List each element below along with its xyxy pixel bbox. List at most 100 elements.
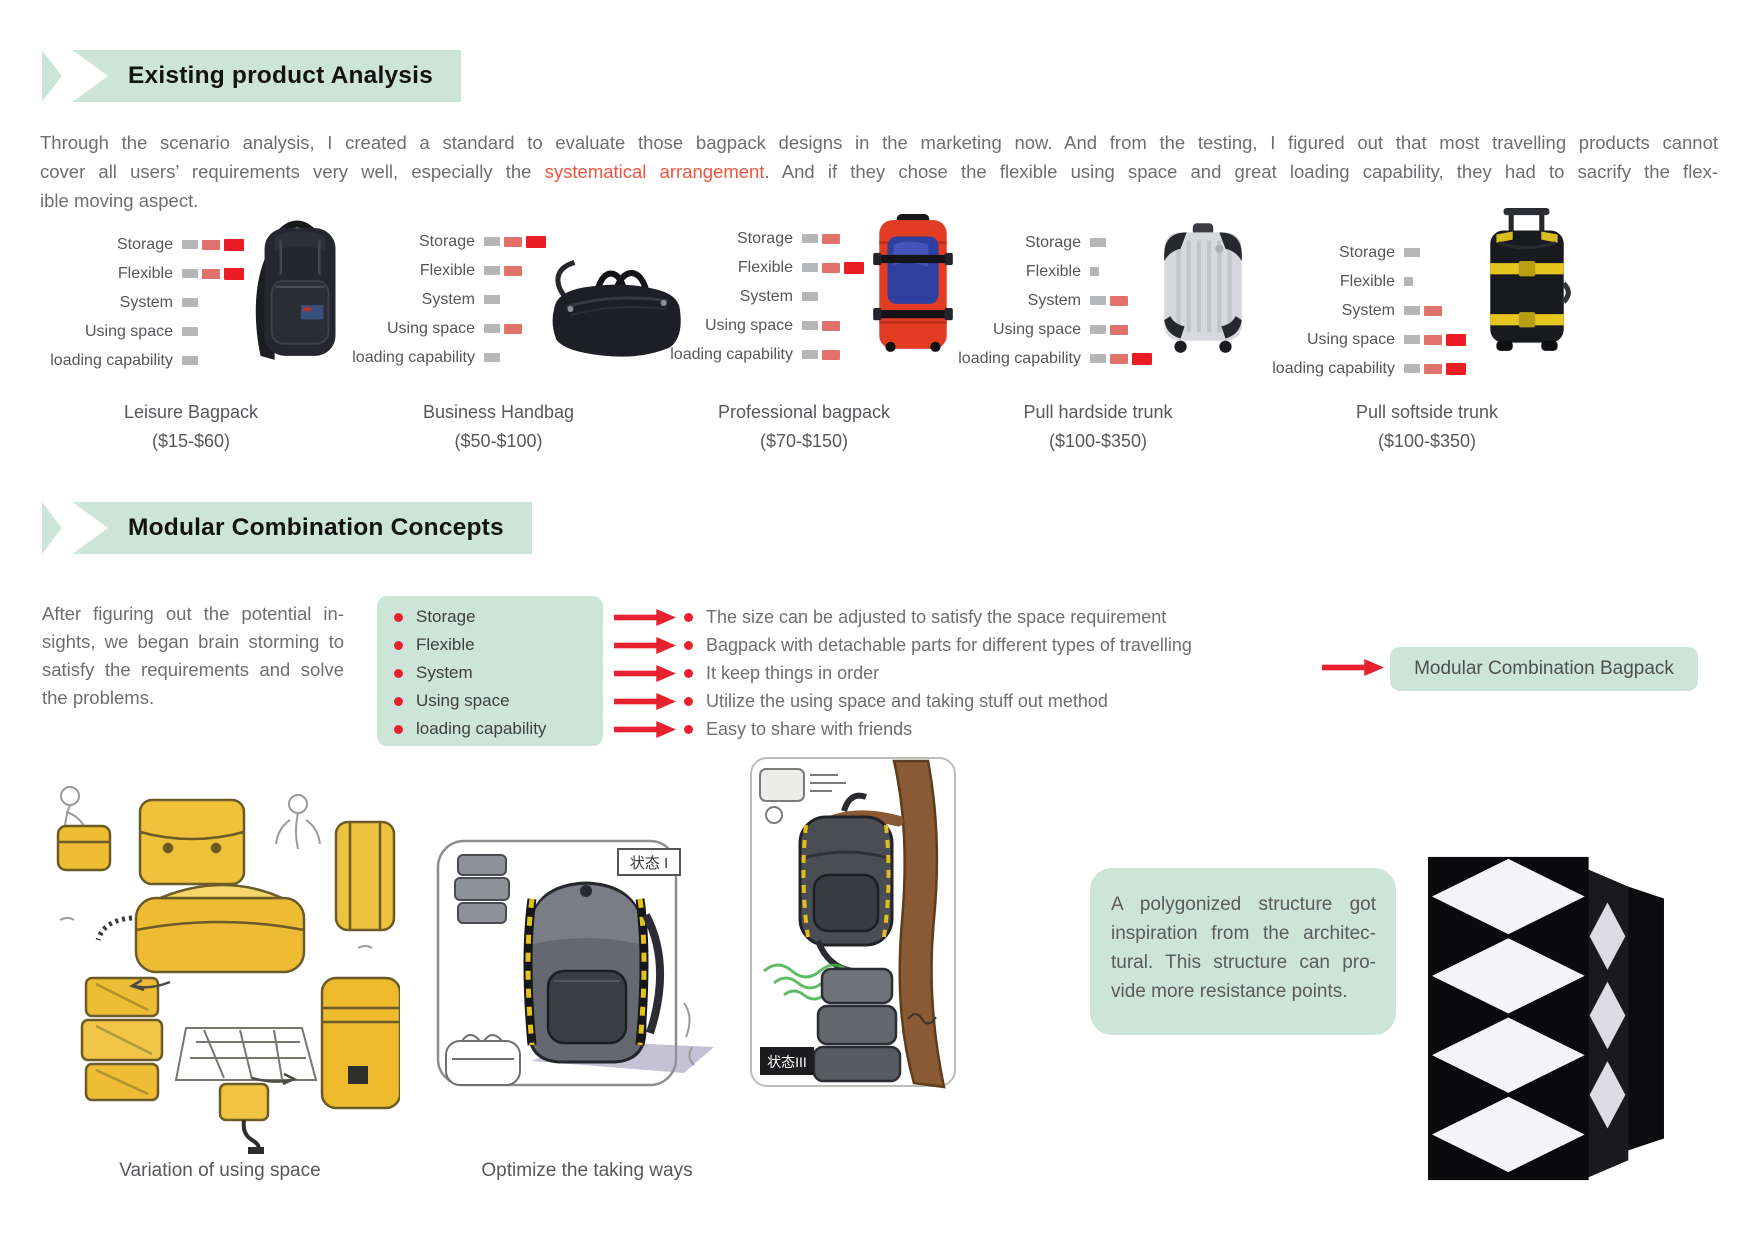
section2-banner: Modular Combination Concepts: [42, 502, 532, 554]
tree-modules-sketch-image: 状态III: [750, 757, 956, 1089]
rating-criterion-label: loading capability: [670, 345, 793, 363]
bullet-icon: [684, 640, 693, 650]
rating-row: Flexible: [40, 259, 252, 288]
rating-criterion-label: Flexible: [1025, 262, 1081, 280]
bullet-icon: [684, 668, 693, 678]
rating-segment: [526, 235, 546, 248]
rating-segment: [1404, 248, 1420, 257]
rating-segment: [484, 266, 500, 275]
caption-variation-of-using-space: Variation of using space: [119, 1160, 321, 1181]
rating-segment: [1110, 353, 1128, 364]
bullet-text: Using space: [416, 691, 510, 710]
product-name: Leisure Bagpack: [123, 402, 259, 422]
rating-segment: [1446, 362, 1466, 375]
text-line: A polygonized structure got: [1111, 894, 1376, 915]
bullet-text: Utilize the using space and taking stuff…: [706, 690, 1108, 711]
rating-segment: [182, 240, 198, 249]
intro-paragraph: Through the scenario analysis, I created…: [40, 128, 1718, 215]
rating-segment: [1110, 295, 1128, 306]
bullet-item: Easy to share with friends: [684, 715, 1192, 743]
product-price: ($100-$350): [1377, 431, 1477, 451]
rating-criterion-label: System: [1341, 301, 1395, 319]
rating-segment: [182, 327, 198, 336]
rating-row: System: [1262, 296, 1474, 325]
rating-bars: [1404, 333, 1466, 346]
polygonized-structure-image: [1428, 856, 1664, 1181]
variation-sketch-image: [56, 786, 400, 1154]
bullet-text: Storage: [416, 607, 476, 626]
intro-line-3: ible moving aspect.: [40, 190, 199, 211]
rating-row: Storage: [1262, 238, 1474, 267]
bullet-item: Flexible: [394, 631, 603, 659]
rating-bars: [182, 267, 244, 280]
banner-chevron-icon: [42, 502, 108, 554]
rating-bars: [182, 327, 198, 336]
bullet-item: Storage: [394, 603, 603, 631]
rating-bars: [1404, 305, 1442, 316]
rating-segment: [844, 261, 864, 274]
rating-row: Flexible: [342, 256, 554, 285]
rating-segment: [202, 268, 220, 279]
rating-bars: [802, 320, 840, 331]
red-arrow-icon: [614, 608, 676, 626]
rating-row: System: [660, 282, 872, 311]
red-arrow-icon: [614, 720, 676, 738]
rating-criterion-label: Using space: [386, 319, 475, 337]
rating-segment: [182, 269, 198, 278]
rating-segment: [822, 233, 840, 244]
product-price: ($15-$60): [151, 431, 231, 451]
rating-criterion-label: loading capability: [1272, 359, 1395, 377]
rating-row: System: [948, 286, 1160, 315]
intro-line-2b: . And if they chose the flexible using s…: [764, 161, 1718, 182]
bullet-icon: [684, 612, 693, 622]
arrow-row: [614, 631, 676, 659]
rating-criterion-label: Using space: [1306, 330, 1395, 348]
rating-row: loading capability: [1262, 354, 1474, 383]
rating-segment: [802, 321, 818, 330]
rating-segment: [182, 298, 198, 307]
product-price: ($100-$350): [1048, 431, 1148, 451]
rating-row: Storage: [40, 230, 252, 259]
bullet-text: Flexible: [416, 635, 475, 654]
rating-criterion-label: Storage: [736, 229, 793, 247]
bullet-text: The size can be adjusted to satisfy the …: [706, 606, 1167, 627]
rating-row: Flexible: [1262, 267, 1474, 296]
rating-row: System: [40, 288, 252, 317]
rating-criterion-label: Storage: [418, 232, 475, 250]
rating-segment: [504, 236, 522, 247]
rating-segment: [504, 265, 522, 276]
bullet-item: It keep things in order: [684, 659, 1192, 687]
rating-segment: [484, 295, 500, 304]
bullet-item: Using space: [394, 687, 603, 715]
rating-segment: [1090, 238, 1106, 247]
rating-segment: [1090, 354, 1106, 363]
rating-segment: [1090, 325, 1106, 334]
highlighted-text: systematical arrangement: [544, 161, 765, 182]
text-line: After figuring out the potential in-: [42, 603, 344, 624]
product-name: Pull softside trunk: [1355, 402, 1499, 422]
bullet-text: Easy to share with friends: [706, 718, 913, 739]
rating-criterion-label: System: [421, 290, 475, 308]
rating-bars: [484, 323, 522, 334]
text-line: tural. This structure can pro-: [1111, 952, 1376, 973]
rating-segment: [202, 239, 220, 250]
arrows-column: [614, 596, 676, 743]
rating-bars: [1404, 277, 1413, 286]
rating-segment: [822, 320, 840, 331]
rating-criterion-label: Using space: [84, 322, 173, 340]
rating-segment: [1446, 333, 1466, 346]
rating-row: Using space: [948, 315, 1160, 344]
rating-row: loading capability: [660, 340, 872, 369]
rating-segment: [224, 238, 244, 251]
rating-criterion-label: Flexible: [419, 261, 475, 279]
outcomes-list: The size can be adjusted to satisfy the …: [684, 596, 1192, 743]
rating-row: Using space: [660, 311, 872, 340]
rating-bars: [182, 298, 198, 307]
rating-criterion-label: Flexible: [1339, 272, 1395, 290]
rating-criterion-label: Storage: [1024, 233, 1081, 251]
rating-bars: [484, 353, 500, 362]
